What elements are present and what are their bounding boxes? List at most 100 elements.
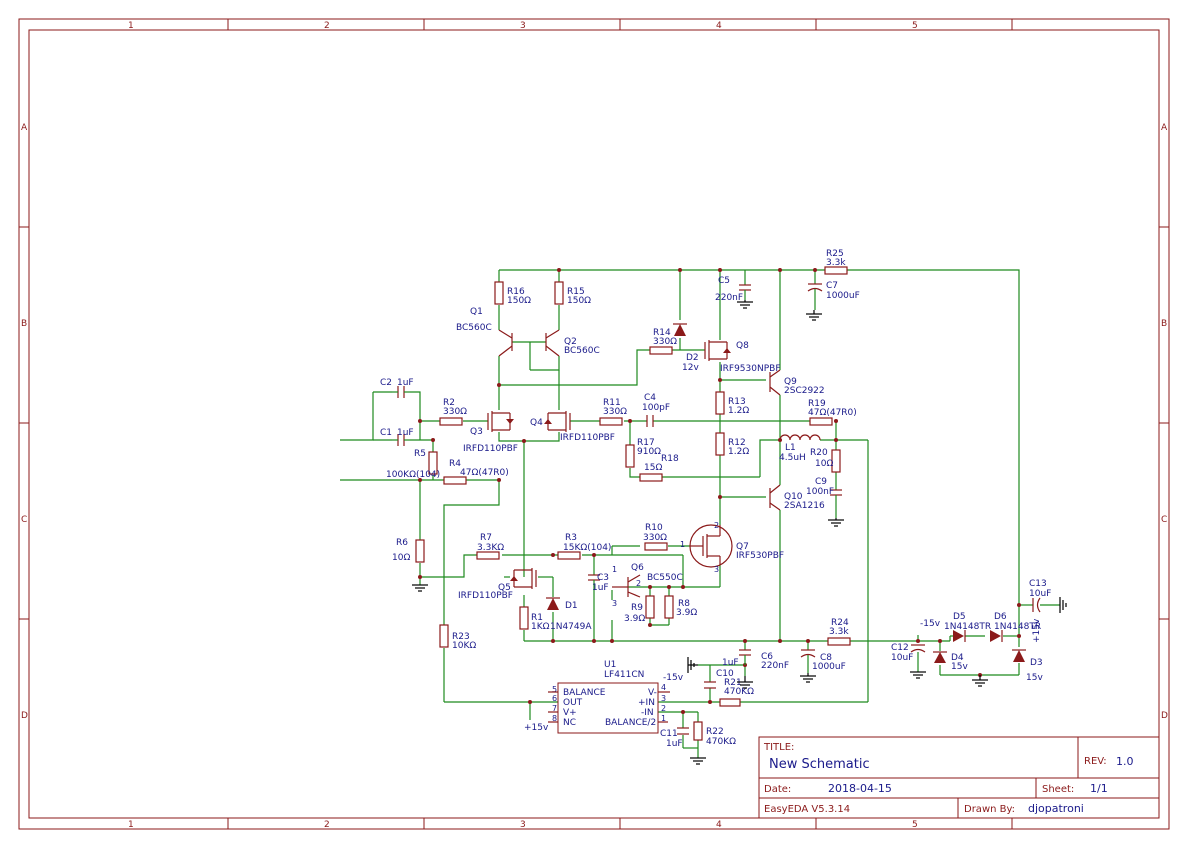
u1-part: LF411CN <box>604 670 644 680</box>
l1-ref: L1 <box>785 443 796 453</box>
inductor-l1: L1 4.5uH <box>779 434 821 463</box>
r24-ref: R24 <box>831 618 849 628</box>
c5-val: 220nF <box>715 293 743 303</box>
r23-val: 10KΩ <box>452 641 476 651</box>
d3-ref: D3 <box>1030 658 1043 668</box>
date-value: 2018-04-15 <box>828 782 892 795</box>
u1-pin-nc: NC <box>563 718 576 728</box>
ruler-row-c: C <box>21 515 27 525</box>
ground-icon <box>1059 597 1067 613</box>
ruler-col-1: 1 <box>128 21 134 31</box>
c7-val: 1000uF <box>826 291 860 301</box>
c2-ref: C2 <box>380 378 392 388</box>
c9-val: 100nF <box>806 487 834 497</box>
d5-val: 1N4148TR <box>944 622 991 632</box>
ruler-col-4-bottom: 4 <box>716 820 722 830</box>
r4-ref: R4 <box>449 459 461 469</box>
resistor-r8 <box>664 595 674 619</box>
q8-ref: Q8 <box>736 341 749 351</box>
u1-pin-out: OUT <box>563 698 583 708</box>
u1-pinnum-6: 6 <box>552 694 557 703</box>
ground-icon <box>690 757 706 765</box>
resistor-r14 <box>649 346 673 355</box>
transistors: Q1 BC560C Q2 BC560C Q3 IRFD110PBF Q4 IRF… <box>456 307 825 608</box>
r10-val: 330Ω <box>643 533 667 543</box>
opamp-u1: U1 LF411CN BALANCE OUT V+ NC V- +IN -IN … <box>548 660 670 734</box>
net-pos15-opamp: +15v <box>524 723 549 733</box>
resistor-r5 <box>428 451 438 475</box>
q5-val: IRFD110PBF <box>458 591 513 601</box>
resistor-r21 <box>719 698 741 707</box>
ground-icon <box>828 518 844 527</box>
ground-icon <box>412 584 428 592</box>
u1-pinnum-3: 3 <box>661 694 666 703</box>
q6-ref: Q6 <box>631 563 644 573</box>
resistor-r12 <box>715 432 725 456</box>
q1-val: BC560C <box>456 323 492 333</box>
r14-ref: R14 <box>653 328 671 338</box>
ruler-col-4: 4 <box>716 21 722 31</box>
u1-pin-inplus: +IN <box>638 698 655 708</box>
q6-pin-1: 1 <box>612 565 617 574</box>
rev-label: REV: <box>1084 756 1107 767</box>
u1-pinnum-2: 2 <box>661 704 666 713</box>
resistor-r17 <box>625 444 635 468</box>
r15-ref: R15 <box>567 287 585 297</box>
r8-val: 3.9Ω <box>676 608 697 618</box>
ruler-row-d: D <box>21 711 28 721</box>
resistor-r15 <box>554 281 564 305</box>
r18-val: 15Ω <box>644 463 662 473</box>
r3-val: 15KΩ(104) <box>563 543 611 553</box>
c5-ref: C5 <box>718 276 730 286</box>
r19-ref: R19 <box>808 399 826 409</box>
resistor-r3 <box>557 551 581 560</box>
ruler-col-1-bottom: 1 <box>128 820 134 830</box>
c12-val: 10uF <box>891 653 913 663</box>
q3-ref: Q3 <box>470 427 483 437</box>
r2-val: 330Ω <box>443 407 467 417</box>
c13-val: 10uF <box>1029 589 1051 599</box>
resistor-r10 <box>644 542 668 551</box>
resistor-r24 <box>827 637 851 646</box>
d2-val: 12v <box>682 363 699 373</box>
r23-ref: R23 <box>452 632 470 642</box>
resistor-r19 <box>809 417 833 426</box>
l1-val: 4.5uH <box>779 453 806 463</box>
d6-ref: D6 <box>994 612 1007 622</box>
capacitors: C2 1uF C1 1uF C4 100pF C5 220nF C7 1000u… <box>380 276 1051 749</box>
q5-ref: Q5 <box>498 583 511 593</box>
q7-pin-2: 2 <box>714 521 719 530</box>
r25-val: 3.3k <box>826 258 846 268</box>
r1-val: 1KΩ <box>531 622 550 632</box>
u1-pinnum-4: 4 <box>661 683 666 692</box>
r11-val: 330Ω <box>603 407 627 417</box>
resistor-r25 <box>824 266 848 275</box>
q6-pin-3: 3 <box>612 599 617 608</box>
r20-ref: R20 <box>810 448 828 458</box>
c4-val: 100pF <box>642 403 670 413</box>
ruler-row-a-right: A <box>1161 123 1168 133</box>
r8-ref: R8 <box>678 599 690 609</box>
c13-ref: C13 <box>1029 579 1047 589</box>
c3-ref: C3 <box>597 573 609 583</box>
date-label: Date: <box>764 784 791 795</box>
ruler-row-b-right: B <box>1161 319 1167 329</box>
resistor-r22 <box>693 721 703 741</box>
d2-ref: D2 <box>686 353 699 363</box>
c10-val: 1uF <box>722 658 739 668</box>
resistor-r11 <box>599 417 623 426</box>
net-labels: -15v +15v -15v +15v <box>524 618 1042 733</box>
u1-pin-balance: BALANCE <box>563 688 606 698</box>
resistor-r13 <box>715 391 725 415</box>
ruler-row-c-right: C <box>1161 515 1167 525</box>
r3-ref: R3 <box>565 533 577 543</box>
r16-ref: R16 <box>507 287 525 297</box>
r12-val: 1.2Ω <box>728 447 749 457</box>
ground-icon <box>806 310 822 321</box>
q3-val: IRFD110PBF <box>463 444 518 454</box>
ground-symbols <box>412 300 1067 765</box>
c7-ref: C7 <box>826 281 838 291</box>
r9-val: 3.9Ω <box>624 614 645 624</box>
c1-ref: C1 <box>380 428 392 438</box>
c12-ref: C12 <box>891 643 909 653</box>
